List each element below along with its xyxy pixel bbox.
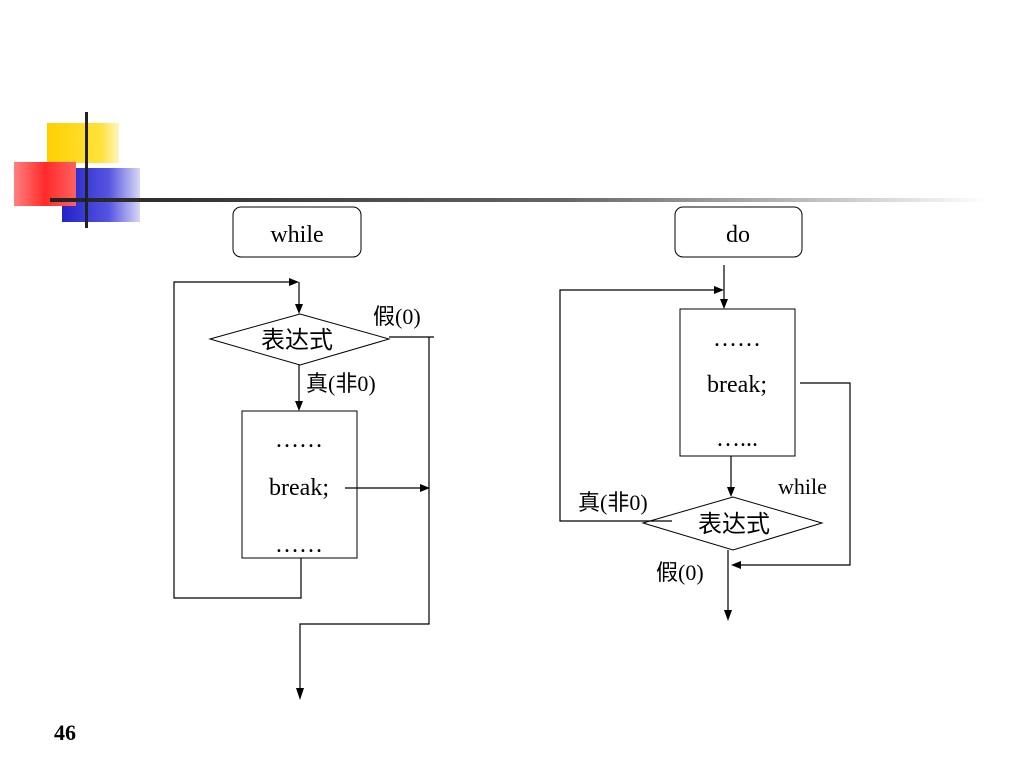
do-body-line1: …… (713, 326, 761, 352)
do-body-to-condition-arrowhead (727, 487, 735, 497)
while-loop-back-line (173, 281, 302, 599)
do-condition-text: 表达式 (698, 511, 770, 538)
do-false-label: 假(0) (656, 560, 704, 585)
while-flowchart: while 表达式 假(0) 真(非0) …… break; …… (173, 206, 434, 700)
while-exit-arrowhead (296, 688, 304, 700)
vertical-rule (85, 112, 88, 228)
yellow-block (47, 123, 119, 163)
do-true-label: 真(非0) (578, 490, 648, 515)
while-loop-arrowhead (289, 278, 299, 286)
do-break-line (741, 382, 851, 566)
do-while-label: while (778, 474, 827, 499)
do-loop-back-line (559, 289, 714, 522)
do-title-box (674, 206, 803, 258)
while-body-line1: …… (275, 427, 323, 453)
do-body-box (679, 308, 796, 457)
corner-decoration (14, 112, 990, 228)
while-true-arrowhead (295, 401, 303, 411)
while-condition-diamond (208, 313, 391, 366)
while-exit-line (299, 337, 430, 688)
while-body-line3: …… (275, 532, 323, 558)
do-flowchart: do …… break; …... while 表达式 真(非0) 假(0) (559, 206, 851, 621)
do-condition-diamond (641, 496, 824, 551)
while-body-break: break; (269, 475, 329, 501)
while-condition-text: 表达式 (261, 327, 333, 354)
do-loop-arrowhead (714, 286, 724, 294)
while-title-box (232, 206, 362, 258)
while-break-arrowhead (420, 484, 430, 492)
do-entry-arrowhead (720, 299, 728, 309)
do-body-line3: …... (716, 426, 758, 452)
do-body-break: break; (707, 372, 767, 398)
while-body-box (241, 410, 358, 559)
page-number: 46 (54, 720, 76, 745)
do-title-text: do (726, 222, 750, 248)
do-exit-arrowhead (724, 610, 732, 621)
title-rule (50, 198, 990, 202)
do-break-arrowhead (731, 561, 741, 569)
while-false-label: 假(0) (373, 304, 421, 329)
while-true-label: 真(非0) (306, 371, 376, 396)
while-title-text: while (270, 222, 323, 248)
while-entry-arrowhead (295, 304, 303, 314)
